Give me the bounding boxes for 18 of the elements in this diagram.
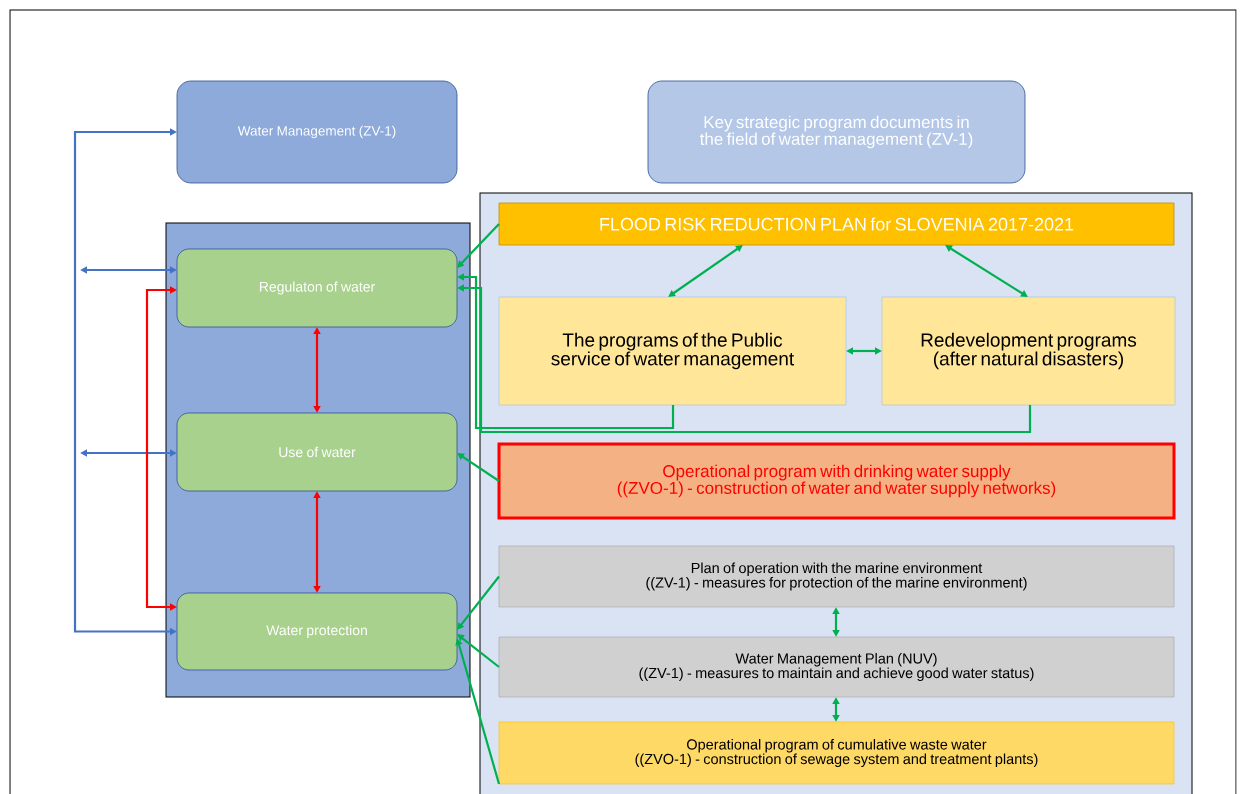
arrow [457, 634, 500, 668]
arrow [457, 575, 500, 630]
rounded-box: Water Management (ZV-1) [176, 80, 458, 184]
rounded-box: Key strategic program documents in the field of water management (ZV-1) [647, 80, 1026, 184]
program-box: Water Management Plan (NUV) ((ZV-1) - measures to maintain and achieve good water status) [498, 636, 1175, 698]
category-box: Water protection [176, 592, 458, 671]
program-box: Plan of operation with the marine environment ((ZV-1) - measures for protection of the marine environment) [498, 545, 1175, 608]
program-box: Redevelopment programs (after natural disasters) [881, 296, 1176, 406]
category-box: Use of water [176, 412, 458, 492]
category-box: Regulaton of water [176, 248, 458, 328]
program-box: The programs of the Public service of water management [498, 296, 847, 406]
arrow [457, 453, 500, 482]
arrow [457, 223, 500, 268]
program-box: Operational program of cumulative waste water ((ZVO-1) - construction of sewage system and treatment plants) [498, 721, 1175, 785]
arrow [668, 245, 743, 297]
plan-banner: FLOOD RISK REDUCTION PLAN for SLOVENIA 2017-2021 [498, 202, 1175, 246]
arrow [945, 245, 1028, 297]
program-box: Operational program with drinking water supply ((ZVO-1) - construction of water and water supply networks) [497, 442, 1176, 520]
